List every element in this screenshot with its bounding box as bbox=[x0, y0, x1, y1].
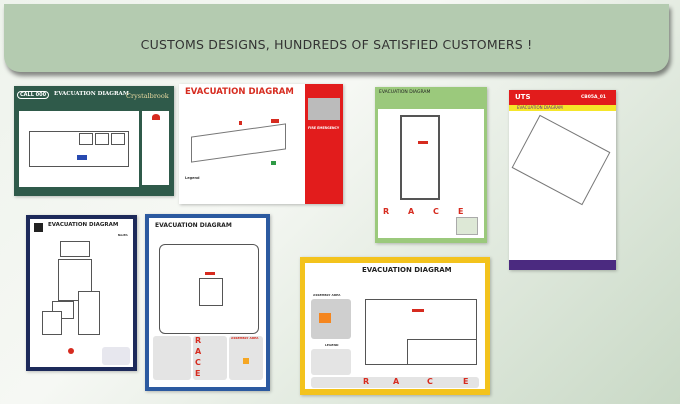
race-step: A bbox=[393, 377, 400, 386]
wall bbox=[111, 133, 125, 145]
assembly-point-marker bbox=[243, 358, 249, 364]
assembly-area-label: ASSEMBLY AREA bbox=[231, 336, 259, 340]
info-panel bbox=[142, 111, 169, 185]
poster-uts: UTS CB05A_01 EVACUATION DIAGRAM bbox=[509, 90, 616, 270]
assembly-map bbox=[311, 299, 351, 339]
race-step: R bbox=[195, 336, 202, 345]
poster-title: EVACUATION DIAGRAM bbox=[155, 222, 232, 229]
poster-blue: EVACUATION DIAGRAM R A C E ASSEMBLY AREA bbox=[145, 214, 270, 391]
header-bar bbox=[509, 90, 616, 105]
race-panel: R A C E bbox=[193, 336, 227, 380]
poster-title: EVACUATION DIAGRAM bbox=[48, 222, 119, 228]
legend-strip bbox=[19, 175, 139, 187]
fire-icon bbox=[151, 114, 160, 120]
poster-navy: EVACUATION DIAGRAM North bbox=[26, 215, 137, 371]
call-badge: CALL 000 bbox=[17, 91, 50, 99]
race-step: E bbox=[458, 207, 464, 216]
footer-bar bbox=[509, 260, 616, 270]
race-step: A bbox=[195, 347, 202, 356]
building-outline bbox=[191, 123, 286, 163]
side-panel: FIRE EMERGENCY bbox=[305, 84, 343, 204]
poster-body: R A C E bbox=[378, 109, 484, 238]
assembly-area-label: ASSEMBLY AREA bbox=[313, 293, 341, 297]
you-are-here-marker bbox=[412, 309, 424, 312]
you-are-here-marker bbox=[77, 155, 87, 160]
race-step: R bbox=[363, 377, 370, 386]
headline-banner: CUSTOMS DESIGNS, HUNDREDS OF SATISFIED C… bbox=[4, 4, 669, 72]
legend-label: Legend bbox=[185, 176, 200, 180]
race-step: C bbox=[433, 207, 439, 216]
poster-body: EVACUATION DIAGRAM North bbox=[30, 219, 133, 367]
wall bbox=[79, 133, 93, 145]
poster-red-side: EVACUATION DIAGRAM Legend FIRE EMERGENCY bbox=[179, 84, 343, 204]
title-bar bbox=[509, 105, 616, 111]
poster-title: EVACUATION DIAGRAM bbox=[362, 266, 452, 274]
race-step: E bbox=[195, 369, 201, 378]
legend-panel bbox=[153, 336, 191, 380]
race-step: C bbox=[195, 358, 201, 367]
poster-title: EVACUATION DIAGRAM bbox=[517, 105, 563, 110]
floor-plan bbox=[60, 241, 90, 257]
poster-yellow: EVACUATION DIAGRAM ASSEMBLY AREA LEGEND … bbox=[300, 257, 490, 395]
wall bbox=[78, 291, 100, 335]
you-are-here-marker bbox=[418, 141, 428, 144]
race-step: A bbox=[408, 207, 415, 216]
legend-label: LEGEND bbox=[325, 343, 339, 347]
poster-title: EVACUATION DIAGRAM bbox=[185, 87, 294, 97]
legend-panel bbox=[311, 349, 351, 375]
race-step: C bbox=[427, 377, 433, 386]
wall bbox=[199, 278, 223, 306]
poster-body: EVACUATION DIAGRAM ASSEMBLY AREA LEGEND … bbox=[305, 263, 485, 389]
brand-name: Crystalbrook bbox=[126, 92, 169, 100]
race-panel: R A C E bbox=[311, 377, 479, 388]
extinguisher-icon bbox=[239, 121, 242, 125]
north-indicator: North bbox=[118, 233, 128, 237]
assembly-map bbox=[308, 98, 340, 120]
poster-crystalbrook: CALL 000 EVACUATION DIAGRAM Crystalbrook bbox=[14, 86, 174, 196]
race-step: E bbox=[463, 377, 469, 386]
headline-text: CUSTOMS DESIGNS, HUNDREDS OF SATISFIED C… bbox=[140, 36, 533, 52]
fire-emergency-heading: FIRE EMERGENCY bbox=[308, 126, 340, 130]
floor-plan bbox=[511, 114, 611, 206]
poster-title: EVACUATION DIAGRAM bbox=[379, 90, 431, 95]
poster-title: EVACUATION DIAGRAM bbox=[54, 91, 129, 97]
poster-body: EVACUATION DIAGRAM R A C E ASSEMBLY AREA bbox=[149, 218, 266, 387]
you-are-here-marker bbox=[205, 272, 215, 275]
wall bbox=[42, 311, 62, 335]
floor-plan bbox=[19, 111, 139, 175]
emergency-panel bbox=[102, 347, 130, 365]
race-step: R bbox=[383, 207, 390, 216]
logo bbox=[34, 223, 43, 232]
fire-equipment-icon bbox=[271, 119, 279, 123]
site-map bbox=[456, 217, 478, 235]
emergency-services-icon bbox=[68, 348, 74, 354]
assembly-point-marker bbox=[319, 313, 331, 323]
wall bbox=[95, 133, 109, 145]
room-code: CB05A_01 bbox=[581, 95, 606, 100]
exit-icon bbox=[271, 161, 276, 165]
floor-plan bbox=[400, 115, 440, 200]
poster-green-header: EVACUATION DIAGRAM R A C E bbox=[375, 87, 487, 243]
wall bbox=[407, 339, 477, 365]
brand-name: UTS bbox=[515, 93, 531, 101]
